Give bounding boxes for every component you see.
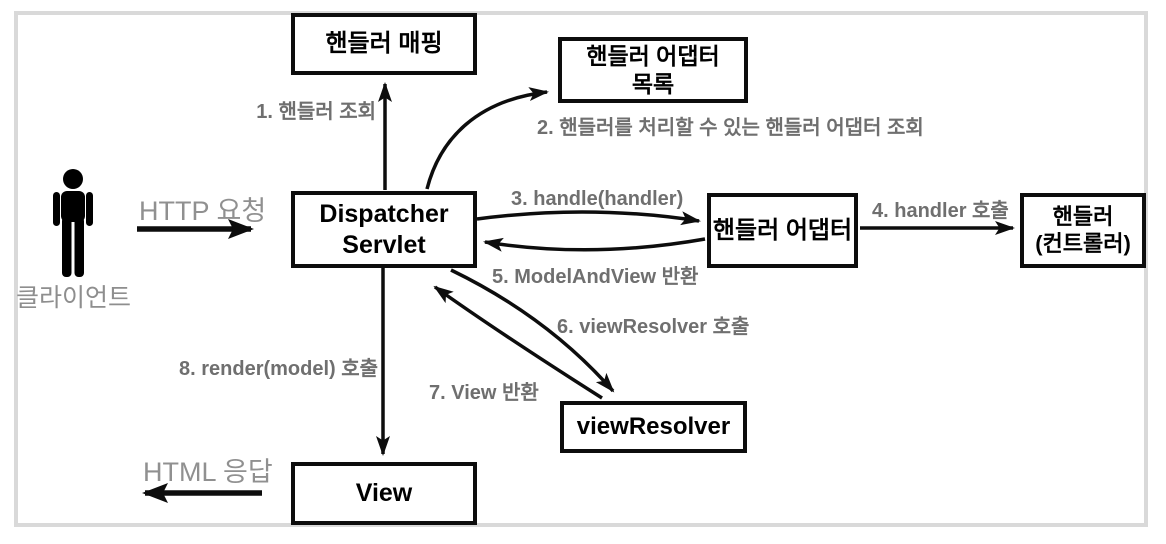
handler-adapter-list-label-line2: 목록 xyxy=(631,71,675,97)
handler-controller-label-line2: (컨트롤러) xyxy=(1035,230,1131,256)
step-8-label: 8. render(model) 호출 xyxy=(179,358,379,380)
dispatcher-servlet-label-line1: Dispatcher xyxy=(319,200,449,228)
handler-adapter-list-label-line1: 핸들러 어댑터 xyxy=(586,42,720,69)
step-7-label: 7. View 반환 xyxy=(429,382,539,404)
dispatcher-servlet-label-line2: Servlet xyxy=(342,230,426,259)
arrow-2-adapter-lookup xyxy=(425,87,549,190)
handler-mapping-box: 핸들러 매핑 xyxy=(291,13,477,75)
handler-mapping-label: 핸들러 매핑 xyxy=(325,30,443,58)
view-resolver-label: viewResolver xyxy=(576,413,731,441)
step-1-label: 1. 핸들러 조회 xyxy=(256,101,376,123)
diagram-frame xyxy=(14,11,1148,527)
step-4-label: 4. handler 호출 xyxy=(872,200,1009,222)
view-resolver-box: viewResolver xyxy=(560,401,747,453)
handler-controller-label-line1: 핸들러 xyxy=(1052,203,1114,229)
step-3-label: 3. handle(handler) xyxy=(511,188,684,210)
handler-adapter-list-box: 핸들러 어댑터 목록 xyxy=(558,37,748,103)
view-box: View xyxy=(291,462,477,525)
http-request-label: HTTP 요청 xyxy=(139,196,267,226)
step-5-label: 5. ModelAndView 반환 xyxy=(492,266,699,288)
handler-controller-box: 핸들러 (컨트롤러) xyxy=(1020,193,1146,268)
dispatcher-servlet-box: Dispatcher Servlet xyxy=(291,191,477,268)
arrow-5-modelandview-return xyxy=(483,237,706,252)
step-6-label: 6. viewResolver 호출 xyxy=(557,316,750,338)
html-response-label: HTML 응답 xyxy=(143,457,273,487)
client-person-icon xyxy=(53,169,93,277)
handler-adapter-label: 핸들러 어댑터 xyxy=(712,216,853,244)
client-label: 클라이언트 xyxy=(15,284,131,312)
arrow-3-handle-call xyxy=(476,210,701,226)
handler-adapter-box: 핸들러 어댑터 xyxy=(707,193,858,268)
step-2-label: 2. 핸들러를 처리할 수 있는 핸들러 어댑터 조회 xyxy=(537,117,924,139)
arrow-7-view-return xyxy=(433,285,603,400)
arrow-6-viewresolver-call xyxy=(450,268,615,393)
view-label: View xyxy=(355,479,413,508)
